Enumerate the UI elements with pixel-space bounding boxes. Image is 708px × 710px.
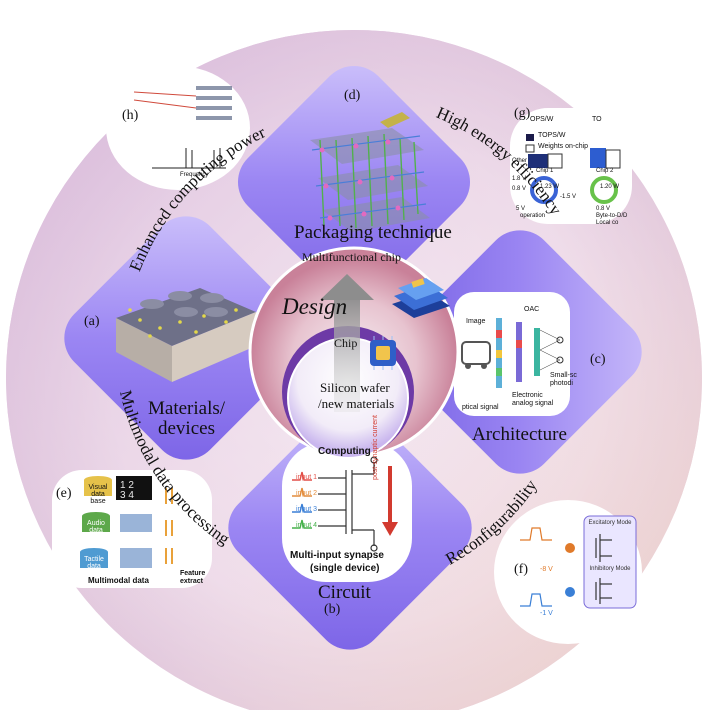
g-d2: 1.20 W (600, 184, 620, 190)
g-local: Local co (596, 220, 619, 226)
panel-a-title-line2: devices (158, 418, 215, 439)
g-v5: 5 V (516, 206, 526, 212)
materials-device-image (116, 288, 256, 382)
g-d1: 1.23 W (540, 184, 560, 190)
arch-analog: analog signal (512, 400, 554, 407)
e-db1: Visual data base (88, 484, 108, 505)
svg-text:3 4: 3 4 (120, 490, 134, 501)
panel-d-title: Packaging technique (294, 222, 452, 243)
f-inhibitory: Inhibitory Mode (589, 566, 631, 572)
center-silicon-line1: Silicon wafer (320, 380, 390, 395)
circuit-input-1: input 1 (296, 474, 318, 481)
g-header2: TO (592, 116, 602, 123)
panel-e-image: 1 23 4 (52, 470, 212, 588)
center-design: Design (282, 294, 348, 319)
g-byte: Byte-to-D/D (596, 213, 628, 219)
g-other: Other (512, 158, 528, 164)
g-operation: operation (520, 213, 546, 219)
circuit-synapse-image (282, 442, 412, 582)
arch-photodiode: photodi (550, 380, 573, 387)
g-legend2: Weights on-chip (538, 143, 589, 150)
arch-optical: ptical signal (462, 404, 499, 411)
panel-h-image (106, 66, 250, 190)
g-chip1: Chip 1 (536, 168, 554, 174)
arch-electronic: Electronic (512, 392, 543, 399)
circuit-input-2: input 2 (296, 490, 318, 497)
chip-icon (370, 336, 396, 370)
panel-c-letter: (c) (590, 352, 606, 367)
h-frequency: Frequency (180, 172, 209, 178)
g-legend1: TOPS/W (538, 132, 566, 139)
panel-a-letter: (a) (84, 314, 100, 329)
g-v08: 0.8 V (512, 186, 527, 192)
panel-g-image (510, 108, 632, 224)
panel-f-image (494, 500, 642, 644)
arch-image: Image (466, 318, 486, 325)
arch-small: Small-sc (550, 372, 577, 379)
g-v18: 1.8 V (512, 176, 527, 182)
arc-label-reconfigurability: Reconfigurability (442, 476, 541, 569)
e-db2: Audio data base (87, 520, 105, 541)
e-caption2: Feature extract (180, 570, 206, 585)
f-excitatory: Excitatory Mode (588, 520, 632, 526)
architecture-network-image (454, 292, 570, 416)
e-caption1: Multimodal data (88, 576, 149, 585)
circuit-bottom-line1: Multi-input synapse (290, 550, 384, 561)
panel-a-title-line1: Materials/ (148, 398, 226, 419)
f-v2: -1 V (540, 610, 553, 617)
panel-h-letter: (h) (122, 108, 139, 123)
f-v1: -8 V (540, 566, 553, 573)
g-chip2: Chip 2 (596, 168, 614, 174)
panel-g-letter: (g) (514, 106, 531, 121)
panel-d-letter: (d) (344, 88, 361, 103)
circuit-input-3: input 3 (296, 506, 318, 513)
circuit-input-4: input 4 (296, 522, 318, 529)
panel-b-letter: (b) (324, 602, 341, 617)
arc-label-enhanced-computing: Enhanced computing power (125, 122, 268, 273)
chip-stack-icon (392, 278, 450, 318)
circuit-top-text: Computing (318, 446, 371, 457)
center-chip: Chip (334, 336, 358, 350)
circuit-bottom-line2: (single device) (310, 563, 380, 574)
upward-arrow (320, 274, 374, 412)
center-multifunctional-chip: Multifunctional chip (302, 250, 401, 264)
g-header1: OPS/W (530, 116, 554, 123)
svg-text:1 2: 1 2 (120, 480, 134, 491)
center-silicon-line2: /new materials (318, 396, 395, 411)
g-v08b: 0.8 V (596, 206, 611, 212)
panel-e-letter: (e) (56, 486, 72, 501)
arch-oac: OAC (524, 306, 540, 313)
panel-b-title: Circuit (318, 582, 371, 603)
packaging-lattice-image (310, 112, 430, 232)
panel-c-title: Architecture (472, 424, 567, 445)
g-v15: -1.5 V (560, 194, 577, 200)
e-db3: Tactile data base (84, 556, 104, 577)
panel-f-letter: (f) (514, 562, 528, 577)
circuit-side-text: post-synaptic current (372, 415, 379, 480)
